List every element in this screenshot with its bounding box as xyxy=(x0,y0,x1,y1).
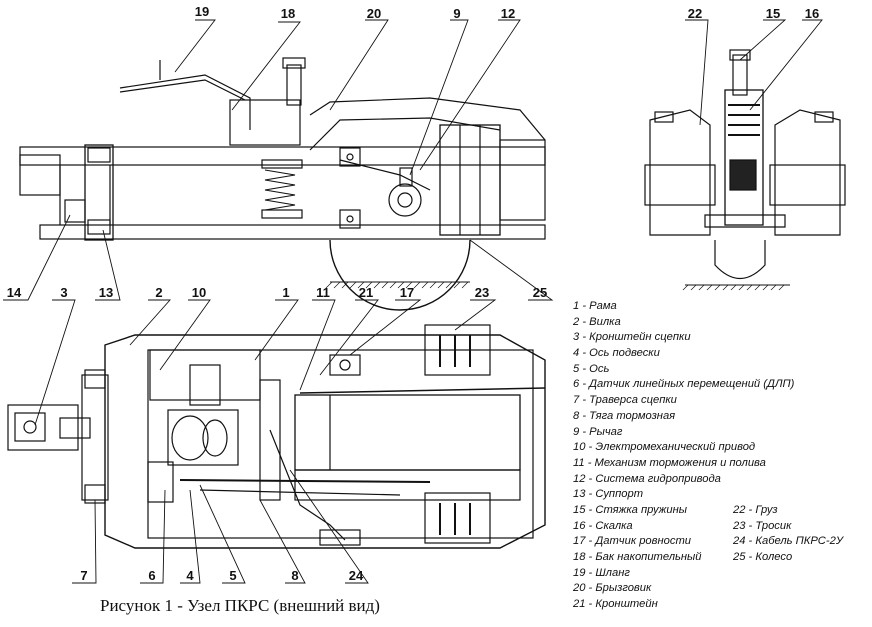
callout-21: 21 xyxy=(359,285,373,300)
callout-2: 2 xyxy=(155,285,162,300)
legend-item: 3 - Кронштейн сцепки xyxy=(573,331,691,344)
callout-5: 5 xyxy=(229,568,236,583)
callout-16: 16 xyxy=(805,6,819,21)
legend-pair: 16 - Скалка 23 - Тросик xyxy=(573,519,868,535)
legend-item: 19 - Шланг xyxy=(573,566,630,579)
callout-10: 10 xyxy=(192,285,206,300)
legend-item: 12 - Система гидропривода xyxy=(573,472,721,485)
legend-item: 1 - Рама xyxy=(573,300,617,312)
end-view xyxy=(644,49,846,291)
legend-item: 7 - Траверса сцепки xyxy=(573,394,677,407)
callout-6: 6 xyxy=(148,568,155,583)
legend-item: 8 - Тяга тормозная xyxy=(573,409,676,422)
callout-15: 15 xyxy=(766,6,780,21)
legend-item: 6 - Датчик линейных перемещений (ДЛП) xyxy=(573,378,795,391)
callout-12: 12 xyxy=(501,6,515,21)
callout-17: 17 xyxy=(400,285,414,300)
callout-25: 25 xyxy=(533,285,547,300)
plan-view xyxy=(7,324,546,549)
callout-22-end: 22 xyxy=(688,6,702,21)
callout-23: 23 xyxy=(475,285,489,300)
legend-item: 5 - Ось xyxy=(573,362,610,375)
legend-item: 23 - Тросик xyxy=(733,519,792,532)
legend-item: 18 - Бак накопительный xyxy=(573,551,702,563)
legend-item: 25 - Колесо xyxy=(733,551,793,563)
legend-pair: 18 - Бак накопительный 25 - Колесо xyxy=(573,550,868,566)
legend-item: 4 - Ось подвески xyxy=(573,347,660,360)
legend-item: 17 - Датчик ровности xyxy=(573,535,692,548)
legend: 1 - Рама 2 - Вилка 3 - Кронштейн сцепки … xyxy=(573,299,868,613)
legend-item: 13 - Суппорт xyxy=(573,488,644,501)
callout-4: 4 xyxy=(186,568,194,583)
callout-7: 7 xyxy=(80,568,87,583)
callout-19: 19 xyxy=(195,4,209,19)
legend-item: 22 - Груз xyxy=(733,503,778,516)
side-view xyxy=(19,57,546,311)
legend-item: 16 - Скалка xyxy=(573,519,633,532)
callout-18: 18 xyxy=(281,6,295,21)
legend-item: 9 - Рычаг xyxy=(573,425,623,438)
figure-caption: Рисунок 1 - Узел ПКРС (внешний вид) xyxy=(100,596,380,615)
legend-item: 20 - Брызговик xyxy=(573,582,652,595)
legend-item: 2 - Вилка xyxy=(573,315,621,328)
callout-3: 3 xyxy=(60,285,67,300)
callout-13: 13 xyxy=(99,285,113,300)
callout-9: 9 xyxy=(453,6,460,21)
callout-labels: 19 18 20 9 12 22 15 16 14 3 13 2 10 1 11… xyxy=(7,4,819,583)
leader-lines xyxy=(3,19,823,584)
callout-1: 1 xyxy=(282,285,289,300)
legend-item: 21 - Кронштейн xyxy=(573,598,658,611)
legend-item: 10 - Электромеханический привод xyxy=(573,441,756,454)
callout-14: 14 xyxy=(7,285,22,300)
legend-item: 11 - Механизм торможения и полива xyxy=(573,456,766,469)
legend-item: 24 - Кабель ПКРС-2У xyxy=(733,535,843,548)
callout-11: 11 xyxy=(316,285,330,300)
callout-8: 8 xyxy=(291,568,298,583)
legend-item: 15 - Стяжка пружины xyxy=(573,503,687,516)
legend-pair: 17 - Датчик ровности 24 - Кабель ПКРС-2У xyxy=(573,534,868,550)
callout-24: 24 xyxy=(349,568,364,583)
legend-pair: 15 - Стяжка пружины 22 - Груз xyxy=(573,503,868,519)
callout-20: 20 xyxy=(367,6,381,21)
